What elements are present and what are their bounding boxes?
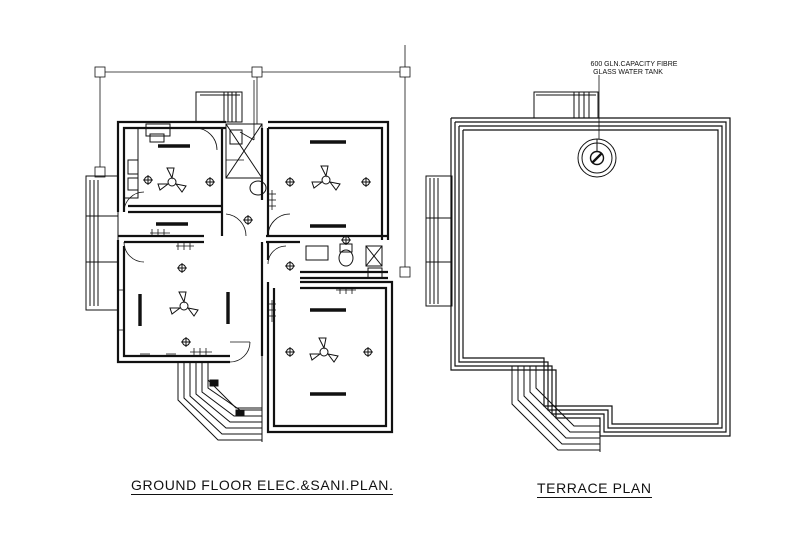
switch-board-icon (336, 287, 356, 294)
switch-board-icon (269, 190, 276, 210)
switch-board-icon (190, 348, 212, 355)
light-point-icon (361, 177, 371, 187)
light-point-icon (285, 261, 295, 271)
bay-window (207, 362, 262, 417)
light-point-icon (285, 347, 295, 357)
kitchen-counter (123, 123, 171, 199)
bath-fixtures (225, 123, 383, 279)
ceiling-fan-icon (311, 165, 341, 191)
outer-walls (116, 120, 394, 434)
light-point-icon (285, 177, 295, 187)
light-point-icon (143, 175, 153, 185)
ground-floor-caption: GROUND FLOOR ELEC.&SANI.PLAN. (131, 477, 394, 495)
tank-note-line1: 600 GLN.CAPACITY FIBRE (591, 61, 678, 68)
ground-floor-plan (85, 45, 411, 442)
ceiling-fan-icon (169, 291, 199, 317)
tube-lights (138, 140, 346, 396)
door-swings (123, 127, 291, 363)
terrace-caption: TERRACE PLAN (537, 480, 652, 498)
top-steps (195, 91, 243, 123)
terrace-plan (425, 75, 731, 452)
terrace-left-steps (425, 175, 453, 307)
light-point-icon (341, 235, 351, 245)
water-tank-icon (577, 75, 617, 178)
switch-board-icon (269, 300, 276, 322)
light-point-icon (363, 347, 373, 357)
terrace-parapet (450, 117, 731, 437)
light-points (143, 175, 373, 357)
light-point-icon (181, 337, 191, 347)
ceiling-fans (157, 165, 341, 363)
switch-board-icon (150, 229, 170, 236)
left-steps (85, 175, 119, 311)
tank-note-line2: GLASS WATER TANK (593, 69, 663, 76)
terrace-top-steps (533, 91, 599, 119)
light-point-icon (243, 215, 253, 225)
conduit-lines (226, 80, 255, 161)
terrace-bottom-steps (511, 366, 601, 452)
wall-openings (118, 289, 352, 433)
ceiling-fan-icon (157, 167, 187, 193)
ceiling-fan-icon (309, 337, 339, 363)
switch-board-icon (176, 243, 194, 250)
light-point-icon (205, 177, 215, 187)
bottom-steps (177, 356, 263, 442)
light-point-icon (177, 263, 187, 273)
switch-boards (140, 190, 356, 355)
dimension-lines (94, 45, 411, 278)
